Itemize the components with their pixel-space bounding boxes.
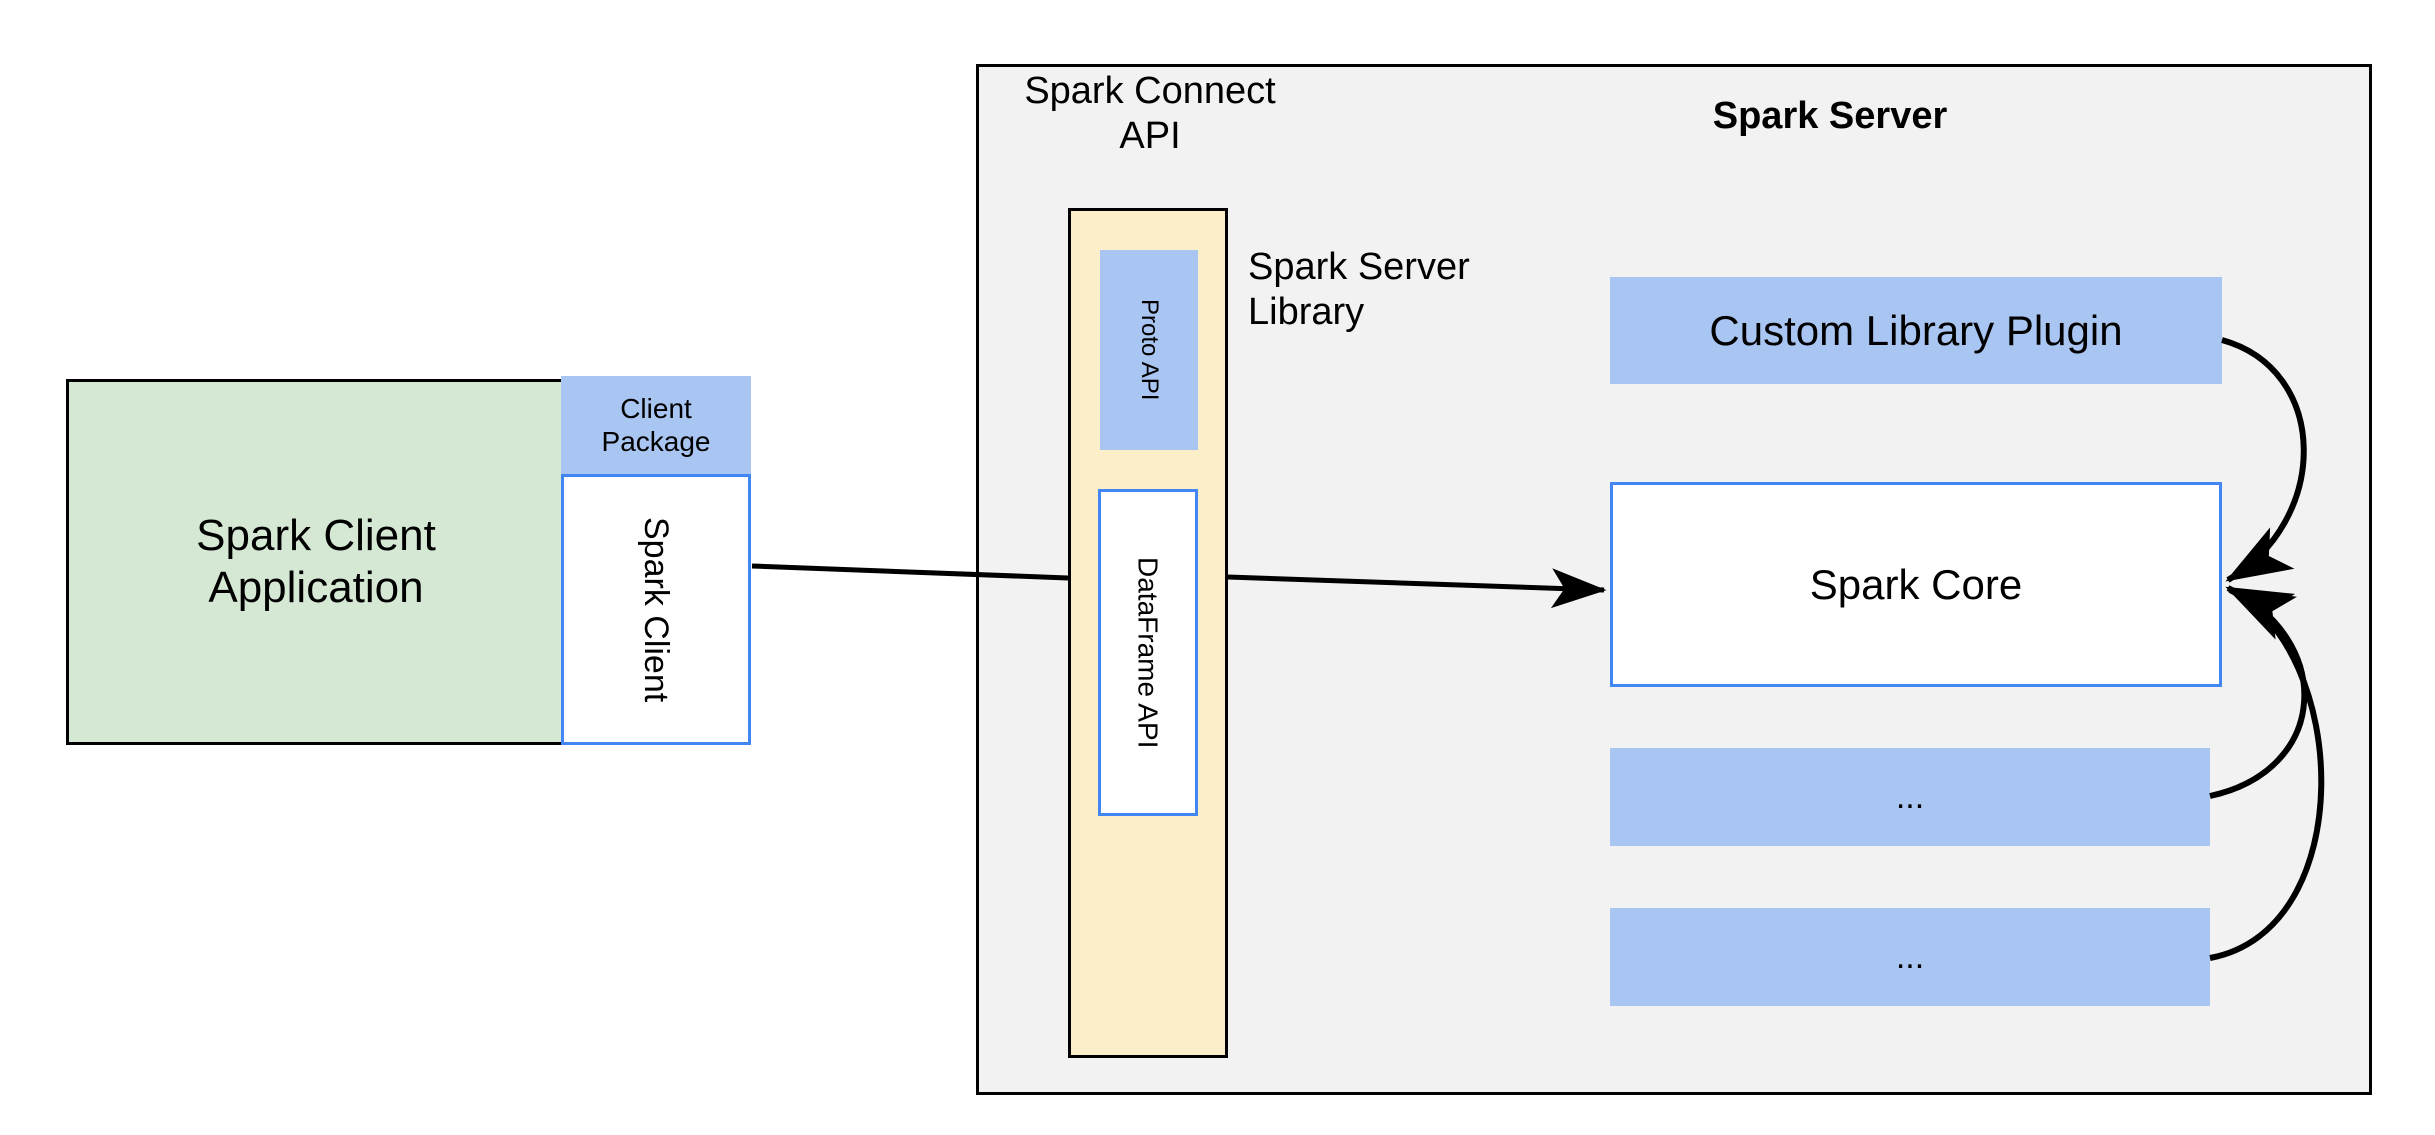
- spark-client-label: Spark Client: [637, 516, 676, 703]
- app-label-line2: Application: [208, 563, 424, 612]
- custom-library-plugin-label: Custom Library Plugin: [1709, 306, 2123, 354]
- server-library-line1: Spark Server: [1248, 246, 1470, 289]
- dataframe-api-box[interactable]: DataFrame API: [1098, 489, 1198, 816]
- placeholder-component-box-2[interactable]: ...: [1610, 908, 2210, 1006]
- package-label-line1: Client: [620, 392, 692, 424]
- spark-server-library-label: Spark Server Library: [1248, 244, 1548, 336]
- placeholder-label-1: ...: [1895, 777, 1925, 816]
- placeholder-component-box-1[interactable]: ...: [1610, 748, 2210, 846]
- proto-api-label: Proto API: [1136, 299, 1164, 401]
- dataframe-api-label: DataFrame API: [1132, 556, 1164, 749]
- connect-api-label-text: Spark Connect API: [1024, 69, 1275, 159]
- server-library-label-text: Spark Server Library: [1248, 245, 1470, 335]
- placeholder-label-2: ...: [1895, 937, 1925, 976]
- client-package-box[interactable]: Client Package: [561, 376, 751, 474]
- spark-server-title-text: Spark Server: [1712, 94, 1948, 137]
- custom-library-plugin-box[interactable]: Custom Library Plugin: [1610, 277, 2222, 384]
- spark-client-application-box[interactable]: Spark Client Application: [66, 379, 566, 745]
- spark-core-box[interactable]: Spark Core: [1610, 482, 2222, 687]
- spark-client-box[interactable]: Spark Client: [561, 474, 751, 745]
- connect-api-line1: Spark Connect: [1024, 70, 1276, 113]
- proto-api-box[interactable]: Proto API: [1100, 250, 1198, 450]
- spark-connect-api-label: Spark Connect API: [1000, 68, 1300, 160]
- server-library-line2: Library: [1248, 291, 1365, 333]
- app-label-line1: Spark Client: [196, 511, 436, 561]
- spark-core-label: Spark Core: [1809, 560, 2023, 608]
- client-package-label: Client Package: [602, 392, 711, 458]
- package-label-line2: Package: [601, 426, 711, 457]
- spark-server-title: Spark Server: [1640, 92, 2020, 140]
- spark-client-application-label: Spark Client Application: [196, 510, 436, 614]
- connect-api-line2: API: [1119, 115, 1181, 157]
